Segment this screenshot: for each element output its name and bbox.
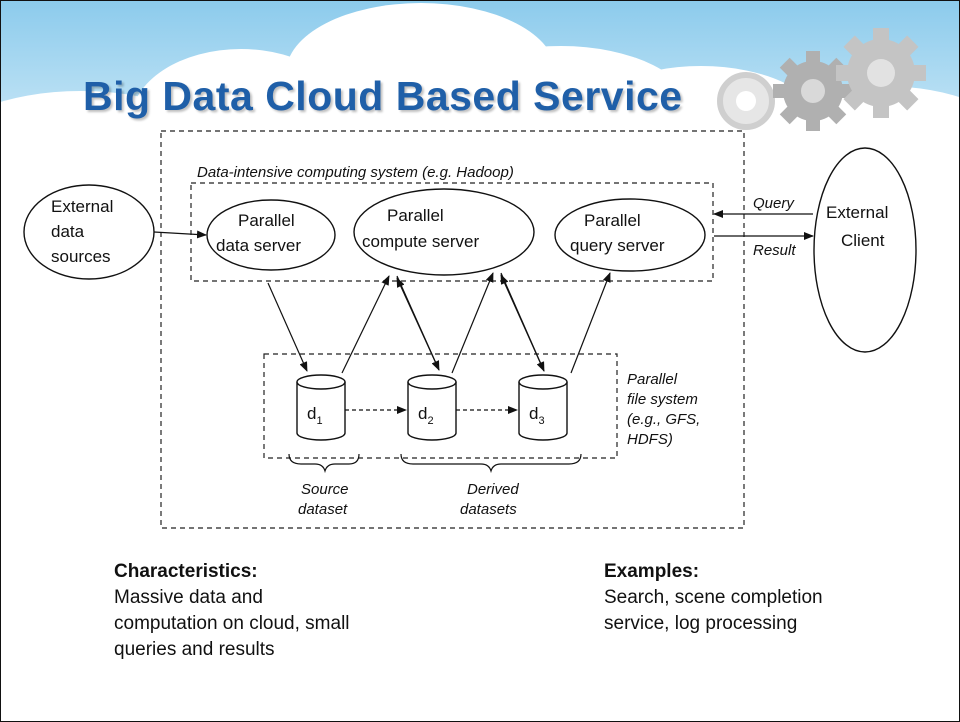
dataset-d2-cylinder [407,374,457,441]
external-sources-line-1: External [51,197,113,216]
data-server-to-d1-arrow [267,282,308,372]
gear-icon [717,28,926,131]
derived-datasets-line-1: Derived [467,481,519,498]
data-server-line-1: Parallel [238,211,295,230]
dataset-d3-label: d3 [529,404,545,427]
external-client-line-2: Client [841,231,885,250]
examples-line-2: service, log processing [604,613,798,634]
file-system-line-2: file system [627,391,698,408]
external-client-line-1: External [826,203,888,222]
derived-datasets-brace [400,453,582,474]
source-dataset-line-1: Source [301,481,349,498]
file-system-line-1: Parallel [627,371,678,388]
parallel-data-server-node [206,199,336,271]
d2-to-compute-arrow-2 [451,272,494,374]
source-dataset-brace [288,453,360,474]
file-system-box [263,353,618,459]
slide-title: Big Data Cloud Based Service [83,73,683,119]
examples-line-1: Search, scene completion [604,587,823,608]
dataset-d1-label: d1 [307,404,323,427]
ingest-arrow [153,230,207,239]
result-label: Result [753,242,796,259]
query-server-line-2: query server [570,236,665,255]
source-dataset-line-2: dataset [298,501,348,518]
characteristics-line-3: queries and results [114,639,275,660]
parallel-compute-server-node [353,188,535,276]
file-system-line-4: HDFS) [627,431,673,448]
d3-to-query-server-arrow [570,272,611,374]
compute-server-line-1: Parallel [387,206,444,225]
external-sources-line-3: sources [51,247,111,266]
characteristics-line-2: computation on cloud, small [114,613,350,634]
characteristics-block: Characteristics: Massive data and comput… [114,559,350,663]
compute-server-line-2: compute server [362,232,479,251]
examples-block: Examples: Search, scene completion servi… [604,559,823,637]
data-server-line-2: data server [216,236,301,255]
query-label: Query [753,195,795,212]
d3-to-compute-arrow [500,274,545,372]
d1-to-compute-arrow [341,275,390,374]
dataset-d3-cylinder [518,374,568,441]
characteristics-line-1: Massive data and [114,587,263,608]
query-server-line-1: Parallel [584,211,641,230]
external-sources-line-2: data [51,222,85,241]
derived-datasets-line-2: datasets [460,501,517,518]
dataset-d1-cylinder [296,374,346,441]
examples-heading: Examples: [604,561,700,582]
file-system-line-3: (e.g., GFS, [627,411,700,428]
service-boundary [160,130,745,529]
computing-system-box [190,182,714,282]
d2-to-compute-arrow [396,277,440,371]
parallel-query-server-node [554,198,706,272]
characteristics-heading: Characteristics: [114,561,258,582]
external-client-node [813,147,917,353]
computing-system-label: Data-intensive computing system (e.g. Ha… [197,164,514,181]
dataset-d2-label: d2 [418,404,434,427]
